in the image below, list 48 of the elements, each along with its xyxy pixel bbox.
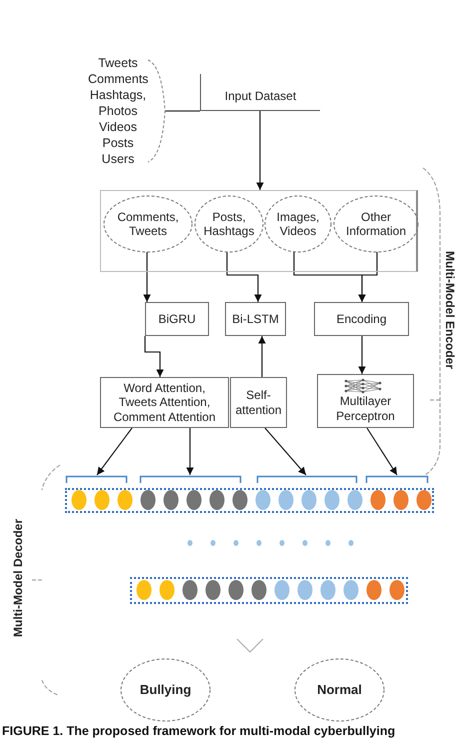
node-text: Normal — [317, 682, 362, 698]
data-source-ellipse — [333, 195, 419, 253]
data-source-ellipse — [194, 195, 264, 253]
bracket — [66, 475, 127, 483]
output-ellipse — [120, 658, 211, 722]
node-text: BiGRU — [158, 312, 196, 326]
input-dataset-box — [200, 74, 320, 111]
data-type-list-text: Tweets Comments Hashtags, Photos Videos Posts Users — [88, 55, 148, 167]
node-text: Bullying — [140, 682, 192, 698]
node-text: Images, Videos — [276, 210, 320, 238]
node-text: Multilayer Perceptron — [335, 394, 396, 423]
arrow — [226, 252, 262, 302]
node-text: Posts, Hashtags — [202, 210, 256, 238]
process-box — [145, 302, 209, 336]
feature-vector — [130, 577, 408, 604]
arrow — [186, 428, 194, 475]
process-box — [100, 377, 229, 428]
bracket — [140, 475, 241, 483]
encoder-panel — [100, 190, 418, 272]
node-text: Input Dataset — [224, 88, 296, 103]
process-box — [225, 302, 286, 336]
arrow — [366, 428, 398, 476]
node-text: Word Attention, Tweets Attention, Comment Attention — [112, 380, 217, 424]
arrow — [143, 252, 151, 302]
node-text: Other Information — [344, 210, 408, 238]
section-label: Multi-Model Decoder — [11, 519, 25, 637]
bracket — [257, 475, 357, 483]
data-source-ellipse — [103, 195, 193, 253]
data-source-ellipse — [264, 195, 332, 253]
node-text: Self-attention — [234, 388, 283, 417]
arrow — [144, 336, 164, 377]
bracket — [366, 475, 428, 483]
feature-vector — [65, 488, 434, 513]
arrow — [358, 252, 378, 302]
arrow — [358, 336, 366, 374]
output-ellipse — [294, 658, 385, 722]
process-box — [317, 374, 414, 428]
node-text: Encoding — [336, 312, 387, 326]
arrow — [96, 428, 132, 476]
arrow — [256, 111, 264, 190]
arrow — [258, 336, 266, 377]
process-box — [230, 377, 287, 428]
figure-caption: FIGURE 1. The proposed framework for multi-modal cyberbullying — [2, 724, 396, 738]
section-label: Multi-Model Encoder — [443, 251, 457, 369]
node-text: Comments, Tweets — [116, 210, 180, 238]
node-text: Bi-LSTM — [232, 312, 279, 326]
process-box — [314, 302, 409, 336]
arrow — [264, 428, 306, 476]
